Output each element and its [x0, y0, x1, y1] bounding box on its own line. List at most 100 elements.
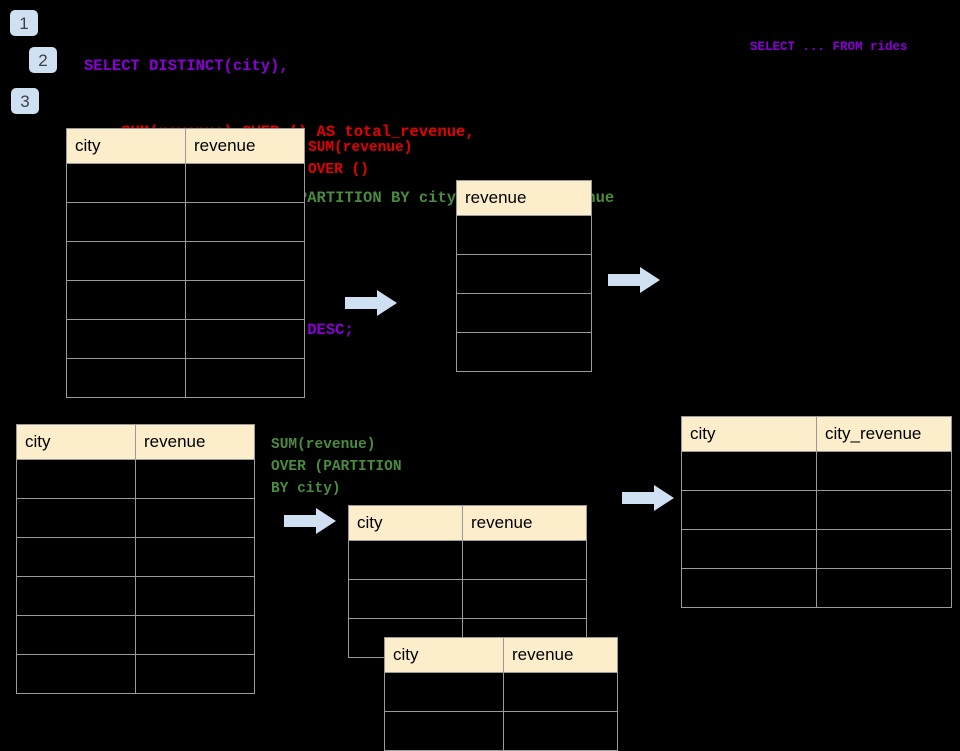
- table-row: [456, 215, 592, 255]
- cell: [348, 540, 463, 580]
- column-header-city-revenue: city_revenue: [816, 416, 952, 452]
- table-row: [16, 459, 255, 499]
- arrow-source-to-partition: [284, 506, 336, 536]
- cell: [462, 540, 587, 580]
- table-row: [16, 654, 255, 694]
- cell: [135, 654, 255, 694]
- cell: [16, 576, 136, 616]
- cell: [66, 319, 186, 359]
- cell: [816, 490, 952, 530]
- arrow-partition-to-result: [622, 483, 674, 513]
- table-header-row: city revenue: [348, 505, 587, 541]
- table-row: [681, 490, 952, 530]
- cell: [135, 498, 255, 538]
- step-badge-2: 2: [29, 47, 57, 73]
- cell: [66, 241, 186, 281]
- step-badge-3-label: 3: [20, 91, 30, 111]
- table-row: [16, 615, 255, 655]
- cell: [348, 579, 463, 619]
- cell: [16, 498, 136, 538]
- column-header-revenue: revenue: [456, 180, 592, 216]
- cell: [456, 215, 592, 255]
- arrow-total-revenue-to-result: [608, 265, 660, 295]
- table-row: [681, 529, 952, 569]
- table-row: [456, 332, 592, 372]
- table-row: [681, 451, 952, 491]
- column-header-revenue: revenue: [185, 128, 305, 164]
- table-row: [66, 319, 305, 359]
- column-header-city: city: [16, 424, 136, 460]
- column-header-city: city: [348, 505, 463, 541]
- table-row: [681, 568, 952, 608]
- column-header-revenue: revenue: [135, 424, 255, 460]
- table-header-row: revenue: [456, 180, 592, 216]
- cell: [681, 529, 817, 569]
- table-row: [348, 579, 587, 619]
- partition-group-table-front: city revenue: [384, 637, 618, 751]
- cell: [185, 358, 305, 398]
- rides-source-table-bottom: city revenue: [16, 424, 255, 694]
- table-row: [66, 241, 305, 281]
- total-revenue-table: revenue: [456, 180, 592, 372]
- cell: [66, 358, 186, 398]
- cell: [16, 537, 136, 577]
- table-header-row: city city_revenue: [681, 416, 952, 452]
- table-row: [384, 711, 618, 751]
- cell: [816, 451, 952, 491]
- cell: [462, 579, 587, 619]
- cell: [384, 711, 504, 751]
- result-city-revenue-table: city city_revenue: [681, 416, 952, 608]
- cell: [66, 202, 186, 242]
- table-row: [456, 254, 592, 294]
- step-badge-3: 3: [11, 88, 39, 114]
- cell: [816, 568, 952, 608]
- table-row: [16, 537, 255, 577]
- rides-source-table-top: city revenue: [66, 128, 305, 398]
- table-header-row: city revenue: [384, 637, 618, 673]
- column-header-city: city: [384, 637, 504, 673]
- cell: [681, 568, 817, 608]
- arrow-source-to-total-revenue: [345, 288, 397, 318]
- column-header-city: city: [66, 128, 186, 164]
- cell: [185, 280, 305, 320]
- annotation-sum-over-partition: SUM(revenue) OVER (PARTITION BY city): [271, 437, 402, 497]
- cell: [16, 654, 136, 694]
- table-header-row: city revenue: [66, 128, 305, 164]
- table-row: [456, 293, 592, 333]
- table-row: [348, 540, 587, 580]
- cell: [135, 537, 255, 577]
- column-header-revenue: revenue: [503, 637, 618, 673]
- step-badge-1-label: 1: [19, 13, 29, 33]
- cell: [681, 490, 817, 530]
- step-badge-2-label: 2: [38, 50, 48, 70]
- cell: [135, 576, 255, 616]
- cell: [185, 163, 305, 203]
- cell: [66, 163, 186, 203]
- cell: [16, 459, 136, 499]
- cell: [16, 615, 136, 655]
- cell: [384, 672, 504, 712]
- cell: [456, 254, 592, 294]
- cell: [503, 711, 618, 751]
- step-badge-1: 1: [10, 10, 38, 36]
- table-row: [66, 163, 305, 203]
- table-header-row: city revenue: [16, 424, 255, 460]
- cell: [135, 459, 255, 499]
- table-row: [16, 498, 255, 538]
- cell: [185, 202, 305, 242]
- table-row: [66, 202, 305, 242]
- cell: [185, 319, 305, 359]
- cell: [185, 241, 305, 281]
- sql-line-1: SELECT DISTINCT(city),: [84, 57, 289, 75]
- side-note-select-from-rides: SELECT ... FROM rides: [750, 40, 908, 54]
- table-row: [384, 672, 618, 712]
- column-header-city: city: [681, 416, 817, 452]
- cell: [816, 529, 952, 569]
- table-row: [66, 358, 305, 398]
- cell: [681, 451, 817, 491]
- cell: [456, 332, 592, 372]
- cell: [135, 615, 255, 655]
- cell: [66, 280, 186, 320]
- cell: [503, 672, 618, 712]
- annotation-sum-over-empty: SUM(revenue) OVER (): [308, 140, 413, 178]
